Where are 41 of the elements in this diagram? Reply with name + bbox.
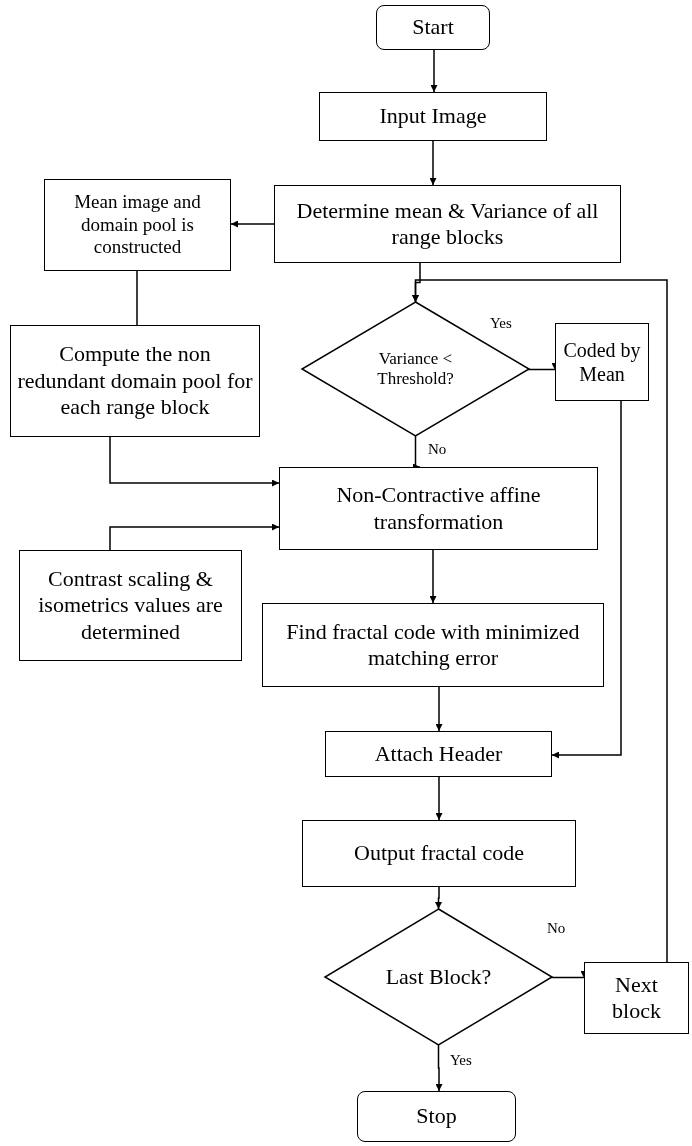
process-box bbox=[319, 92, 547, 141]
node-text: Next block bbox=[611, 971, 662, 1025]
arrow bbox=[435, 886, 442, 910]
arrow bbox=[230, 220, 275, 228]
node-text: Attach Header bbox=[374, 740, 503, 768]
process-box bbox=[274, 185, 621, 263]
node-text: Output fractal code bbox=[354, 840, 524, 867]
node-text: Stop bbox=[416, 1103, 457, 1130]
process-box bbox=[555, 323, 649, 401]
arrow bbox=[551, 400, 622, 759]
node-text: Contrast scaling & isometrics values are determined bbox=[37, 565, 224, 646]
process-box bbox=[19, 550, 242, 661]
process-box bbox=[44, 179, 231, 271]
arrow bbox=[412, 279, 668, 963]
node-text: Input Image bbox=[379, 103, 487, 130]
process-box bbox=[302, 820, 576, 887]
terminal-box bbox=[357, 1091, 516, 1142]
node-text: Coded by Mean bbox=[562, 338, 642, 386]
arrow bbox=[429, 140, 437, 186]
process-box bbox=[10, 325, 260, 437]
node-text: Variance < Threshold? bbox=[376, 348, 455, 390]
node-text: Last Block? bbox=[385, 963, 492, 991]
node-text: Mean image and domain pool is constructed bbox=[73, 190, 202, 260]
terminal-box bbox=[376, 5, 490, 50]
arrow bbox=[435, 686, 443, 732]
decision-diamond bbox=[302, 302, 529, 436]
node-text: Non-Contractive affine transformation bbox=[335, 482, 542, 535]
node-text: Start bbox=[412, 14, 454, 41]
arrow bbox=[109, 523, 280, 551]
arrow bbox=[430, 49, 438, 93]
process-box bbox=[325, 731, 552, 777]
process-box bbox=[584, 962, 689, 1034]
node-text: Find fractal code with minimized matching error bbox=[285, 618, 581, 672]
process-box bbox=[262, 603, 604, 687]
node-text: Compute the non redundant domain pool for each range block bbox=[16, 341, 254, 421]
arrow bbox=[435, 1044, 443, 1092]
process-box bbox=[279, 467, 598, 550]
node-text: Determine mean & Variance of all range blocks bbox=[295, 197, 600, 251]
arrow bbox=[435, 776, 443, 821]
arrow bbox=[109, 436, 280, 487]
arrow bbox=[429, 549, 437, 604]
